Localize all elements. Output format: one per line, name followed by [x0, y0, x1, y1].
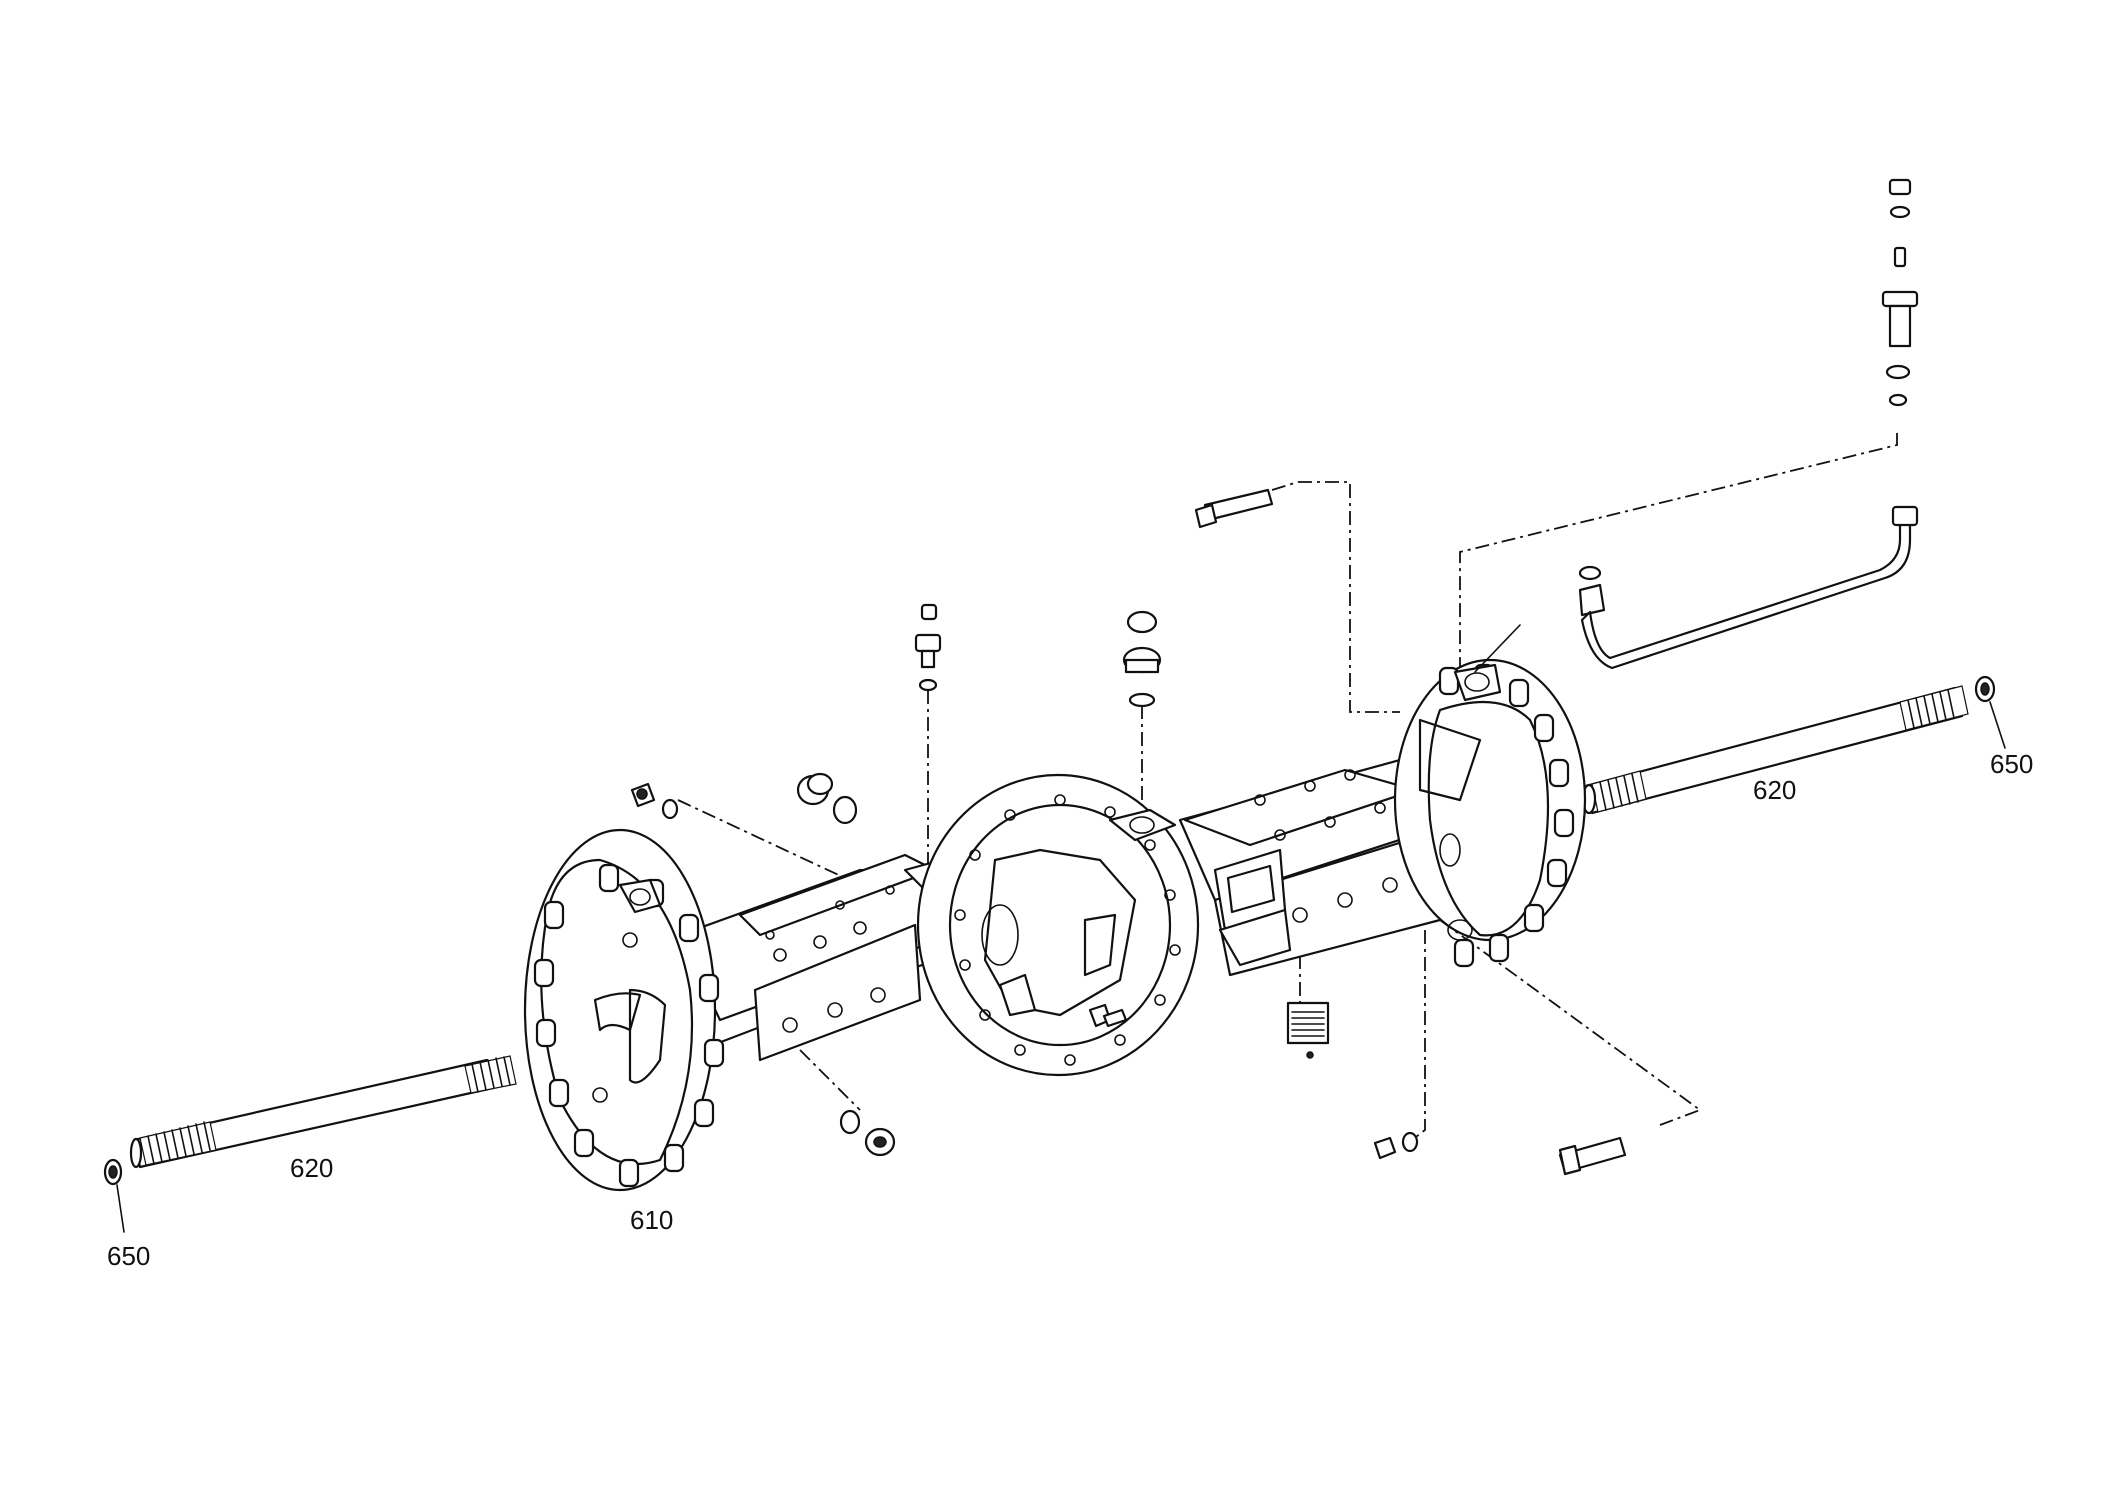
callout-650-right: 650 — [1990, 749, 2033, 779]
left-top-breather-fittings — [914, 603, 942, 692]
identification-plate — [1286, 1001, 1330, 1059]
brake-pipe-assembly — [1578, 505, 1919, 670]
top-right-bolt — [1194, 481, 1299, 529]
right-axle-shaft — [1581, 685, 1969, 815]
assembly-leader-lines — [677, 433, 1898, 1141]
left-axle-shaft — [129, 1055, 517, 1169]
callout-labels: 620 650 610 620 650 — [107, 749, 2033, 1271]
axle-housing — [523, 624, 1587, 1192]
callout-620-right: 620 — [1753, 775, 1796, 805]
right-thrust-washer — [1974, 675, 2006, 749]
callout-650-left: 650 — [107, 1241, 150, 1271]
center-top-plug-fittings — [1122, 610, 1162, 708]
center-bottom-drain-bolt — [1088, 1003, 1128, 1028]
top-right-fitting-stack — [1881, 178, 1919, 407]
callout-620-left: 620 — [290, 1153, 333, 1183]
left-thrust-washer — [103, 1158, 125, 1233]
callout-610: 610 — [630, 1205, 673, 1235]
right-bottom-small-parts — [1373, 1131, 1627, 1176]
left-housing-small-parts — [630, 772, 896, 1157]
